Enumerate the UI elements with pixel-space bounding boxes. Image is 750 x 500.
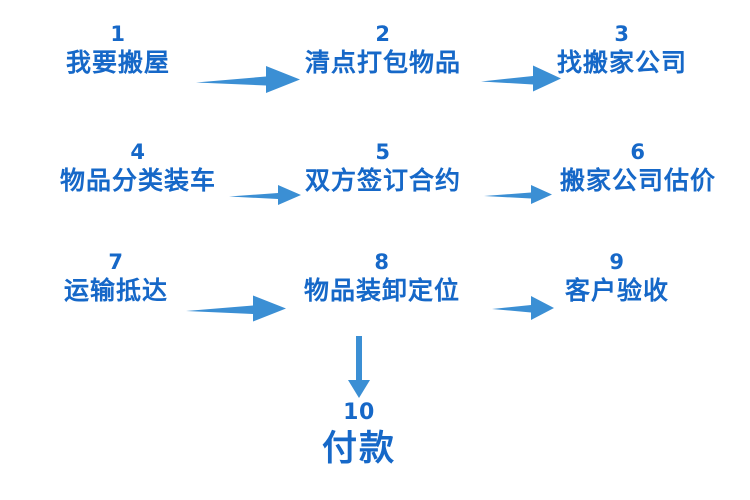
flow-step-5-label: 双方签订合约 (304, 166, 462, 195)
arrow-2-to-3-icon (481, 62, 561, 96)
flow-step-5-number: 5 (375, 140, 391, 164)
arrow-4-to-5-icon (229, 182, 301, 208)
arrow-7-to-8-icon (186, 292, 286, 326)
flow-step-10[interactable]: 10 付款 (322, 400, 396, 472)
flow-step-7-label: 运输抵达 (63, 276, 169, 305)
flow-step-1-number: 1 (110, 22, 126, 46)
flow-step-6-number: 6 (630, 140, 646, 164)
flow-step-4[interactable]: 4 物品分类装车 (60, 140, 216, 198)
flow-step-4-label: 物品分类装车 (59, 166, 217, 195)
arrow-8-to-10-icon (345, 336, 373, 398)
flow-step-10-number: 10 (343, 400, 375, 425)
flow-step-3[interactable]: 3 找搬家公司 (557, 22, 687, 80)
arrow-1-to-2-icon (196, 62, 300, 98)
flow-step-1[interactable]: 1 我要搬屋 (66, 22, 170, 80)
flow-step-7-number: 7 (108, 250, 124, 274)
flow-step-6[interactable]: 6 搬家公司估价 (560, 140, 716, 198)
flow-step-9-number: 9 (609, 250, 625, 274)
flow-step-9[interactable]: 9 客户验收 (565, 250, 669, 308)
flow-step-8[interactable]: 8 物品装卸定位 (304, 250, 460, 308)
flow-step-3-number: 3 (614, 22, 630, 46)
arrow-8-to-9-icon (492, 293, 554, 323)
flow-step-9-label: 客户验收 (564, 276, 670, 305)
flow-step-3-label: 找搬家公司 (556, 48, 688, 77)
flow-step-7[interactable]: 7 运输抵达 (64, 250, 168, 308)
flow-step-8-label: 物品装卸定位 (303, 276, 461, 305)
flow-step-5[interactable]: 5 双方签订合约 (305, 140, 461, 198)
flow-step-2-number: 2 (375, 22, 391, 46)
flow-step-4-number: 4 (130, 140, 146, 164)
flow-step-6-label: 搬家公司估价 (559, 166, 717, 195)
flow-step-10-label: 付款 (321, 429, 397, 469)
flow-step-2-label: 清点打包物品 (304, 48, 462, 77)
flow-step-1-label: 我要搬屋 (65, 48, 171, 77)
arrow-5-to-6-icon (484, 182, 552, 208)
flow-step-2[interactable]: 2 清点打包物品 (305, 22, 461, 80)
flow-step-8-number: 8 (374, 250, 390, 274)
